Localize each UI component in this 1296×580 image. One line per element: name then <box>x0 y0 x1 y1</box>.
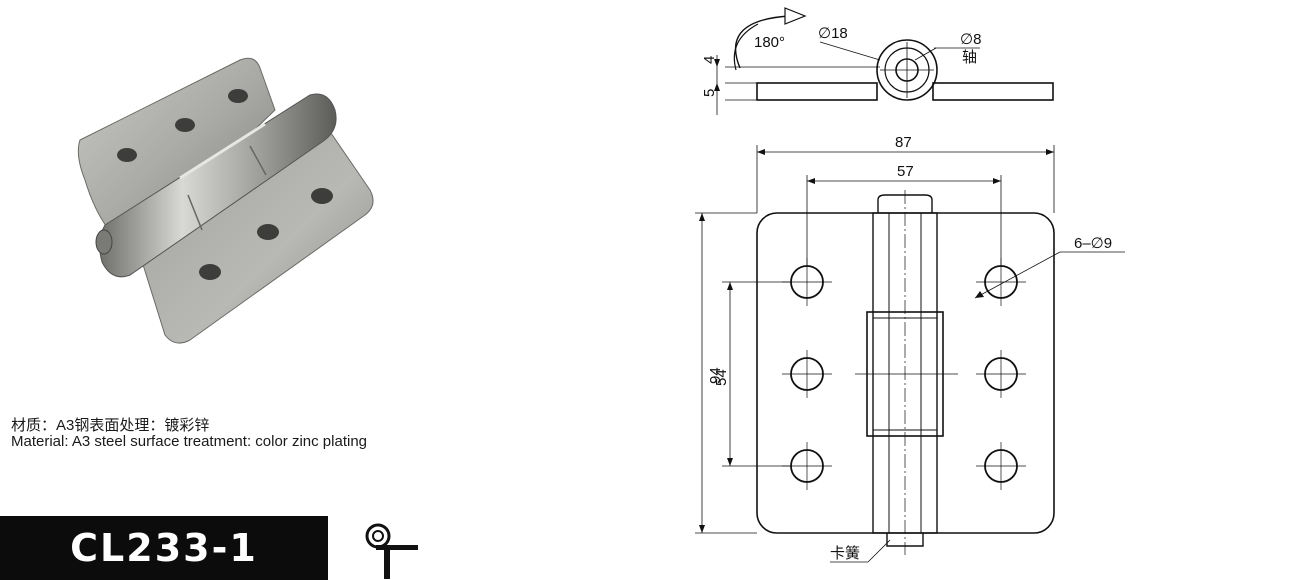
dim-5: 5 <box>701 89 718 97</box>
side-leaf-left <box>756 82 878 101</box>
model-number: CL233-1 <box>70 526 258 570</box>
height-dimension: 94 <box>707 367 724 384</box>
side-knuckle <box>876 39 938 101</box>
spring-clip-label: 卡簧 <box>830 545 860 562</box>
side-leaf-right <box>932 82 1054 101</box>
technical-drawing: 180° ∅18 ∅8 轴 4 5 87 57 6–∅9 94 54 卡簧 <box>695 7 1125 563</box>
front-plate <box>756 212 1055 534</box>
hole-span-dimension: 57 <box>897 163 914 180</box>
rotation-arrow-icon <box>735 15 791 69</box>
material-en: Material: A3 steel surface treatment: co… <box>11 433 368 450</box>
hole-vspan-dimension: 54 <box>713 369 730 386</box>
holes-callout: 6–∅9 <box>1074 235 1112 252</box>
hinge-type-icon <box>365 523 418 579</box>
pin-diameter: ∅8 <box>960 31 981 48</box>
hinge-photo <box>77 57 374 344</box>
width-dimension: 87 <box>895 134 912 151</box>
material-cn: 材质：A3钢表面处理：镀彩锌 <box>11 417 210 434</box>
rotation-label: 180° <box>754 34 785 51</box>
pin-label: 轴 <box>962 49 977 66</box>
knuckle-diameter: ∅18 <box>818 25 848 42</box>
dim-4: 4 <box>701 56 718 64</box>
model-badge: CL233-1 <box>0 516 328 580</box>
material-spec: 材质：A3钢表面处理：镀彩锌 Material: A3 steel surfac… <box>11 418 431 450</box>
